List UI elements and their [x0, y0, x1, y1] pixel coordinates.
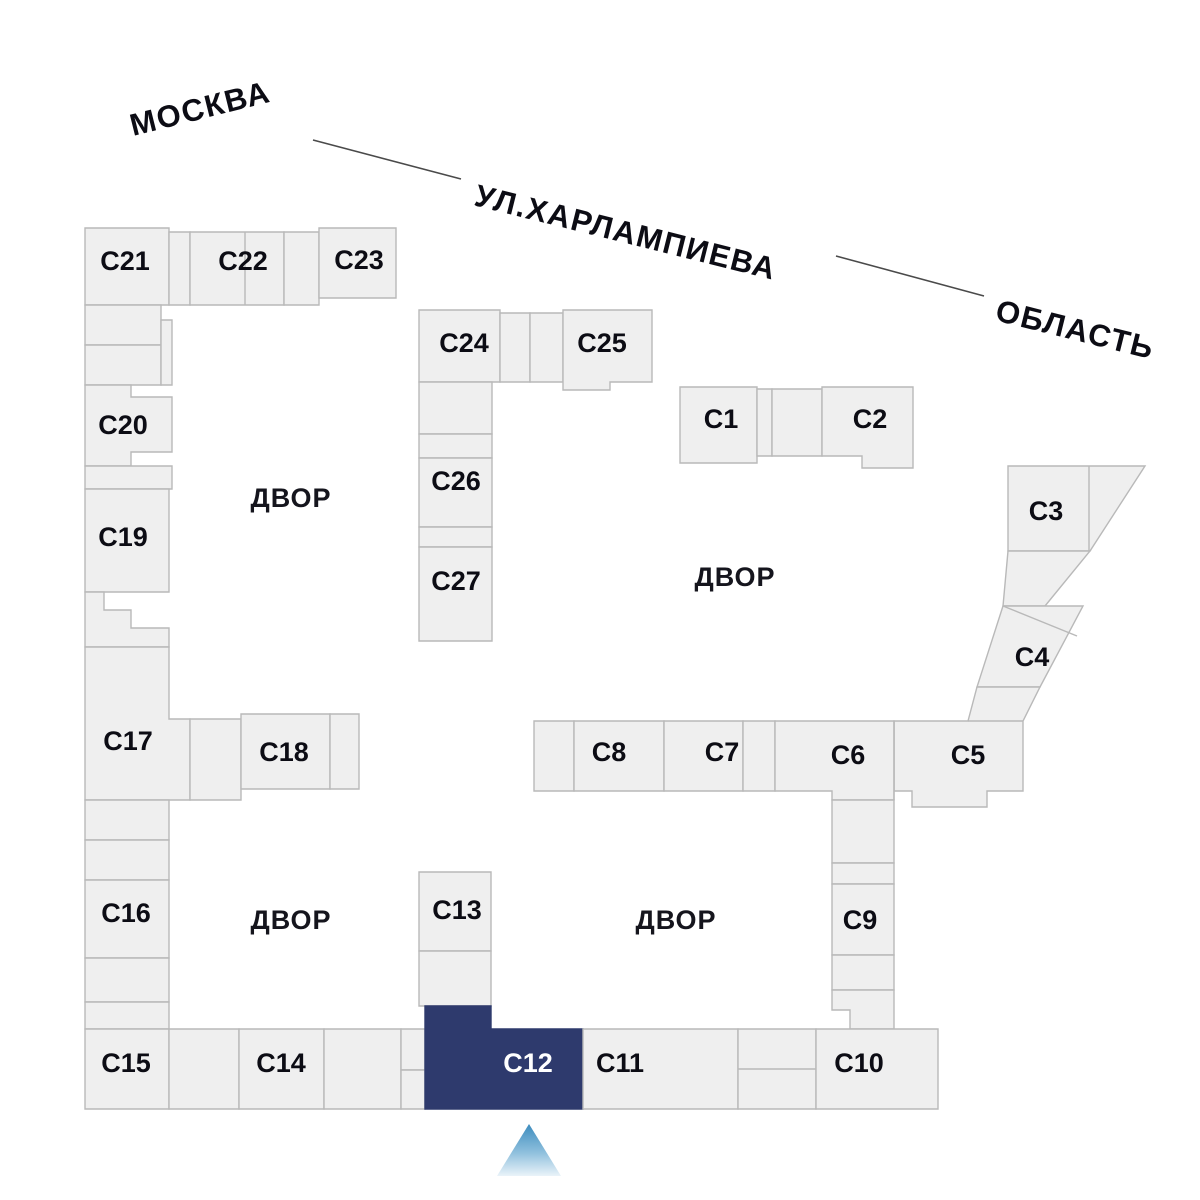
yard-label-northwest: ДВОР	[250, 483, 331, 513]
building-strip-center-3[interactable]	[418, 526, 493, 548]
section-label-C26: C26	[431, 466, 481, 496]
section-label-C4: C4	[1015, 642, 1050, 672]
yard-labels: ДВОР ДВОР ДВОР ДВОР	[250, 483, 775, 935]
block-south-band	[84, 871, 939, 1110]
building-C10[interactable]	[815, 1028, 939, 1110]
building-C3-south-wing[interactable]	[1002, 550, 1092, 607]
building-strip-C2-west[interactable]	[771, 388, 823, 457]
section-labels: C1 C2 C3 C4 C5 C6 C7 C8 C9 C10 C11 C12 C…	[98, 245, 1063, 1078]
building-strip-center-1[interactable]	[418, 381, 493, 435]
building-strip-west-notch-1[interactable]	[160, 319, 173, 386]
building-strip-south-small-2[interactable]	[400, 1069, 426, 1110]
block-east	[893, 465, 1147, 808]
building-strip-C14-east[interactable]	[323, 1028, 402, 1110]
building-C23[interactable]	[318, 227, 397, 299]
section-label-C21: C21	[100, 246, 150, 276]
section-label-C7: C7	[705, 737, 740, 767]
building-strip-west-2[interactable]	[84, 344, 162, 386]
building-strip-C8-west[interactable]	[533, 720, 575, 792]
building-strip-west-6[interactable]	[84, 957, 170, 1003]
section-label-C18: C18	[259, 737, 309, 767]
section-label-C6: C6	[831, 740, 866, 770]
section-label-C15: C15	[101, 1048, 151, 1078]
street-label-harlampieva: УЛ.ХАРЛАМПИЕВА	[471, 178, 780, 287]
section-label-C12: C12	[503, 1048, 553, 1078]
building-strip-C25-west[interactable]	[529, 312, 564, 383]
building-strip-C1-east[interactable]	[756, 388, 773, 457]
building-C17[interactable]	[84, 646, 191, 801]
building-strip-C9-north[interactable]	[831, 799, 895, 864]
section-label-C22: C22	[218, 246, 268, 276]
building-strip-C18-east[interactable]	[329, 713, 360, 790]
street-leader-lines	[312, 139, 985, 297]
section-label-C23: C23	[334, 245, 384, 275]
building-C25[interactable]	[562, 309, 653, 391]
section-label-C10: C10	[834, 1048, 884, 1078]
building-C1[interactable]	[679, 386, 758, 464]
viewpoint-marker[interactable]	[497, 1124, 561, 1176]
building-strip-west-5[interactable]	[84, 839, 170, 881]
section-label-C14: C14	[256, 1048, 306, 1078]
section-label-C16: C16	[101, 898, 151, 928]
yard-label-southwest: ДВОР	[250, 905, 331, 935]
block-north-center	[418, 309, 653, 642]
building-strip-C15-east[interactable]	[168, 1028, 240, 1110]
building-strip-C24-east[interactable]	[499, 312, 531, 383]
building-strip-west-4[interactable]	[84, 799, 170, 841]
building-strip-north-2[interactable]	[283, 231, 320, 306]
building-C4[interactable]	[976, 605, 1085, 688]
viewpoint-arrow-icon[interactable]	[497, 1124, 561, 1176]
divider-C4-north	[1002, 605, 1078, 637]
building-strip-C13-south[interactable]	[418, 950, 492, 1007]
section-label-C9: C9	[843, 905, 878, 935]
section-label-C1: C1	[704, 404, 739, 434]
building-strip-C9-north2[interactable]	[831, 862, 895, 885]
section-label-C17: C17	[103, 726, 153, 756]
building-C19[interactable]	[84, 488, 170, 593]
building-strip-west-3[interactable]	[84, 465, 173, 490]
building-strip-west-7[interactable]	[84, 1001, 170, 1030]
building-strip-C17-east[interactable]	[189, 718, 242, 801]
block-northwest	[84, 227, 397, 1030]
section-label-C20: C20	[98, 410, 148, 440]
yard-label-northeast: ДВОР	[694, 562, 775, 592]
building-strip-west-1[interactable]	[84, 304, 162, 346]
block-center-band	[533, 720, 895, 801]
section-label-C19: C19	[98, 522, 148, 552]
building-strip-C7-east[interactable]	[742, 720, 776, 792]
building-C27[interactable]	[418, 546, 493, 642]
leader-line-moskva	[312, 139, 462, 180]
building-strip-C9-south2[interactable]	[831, 989, 895, 1030]
building-stepped-wall[interactable]	[84, 591, 170, 648]
section-label-C25: C25	[577, 328, 627, 358]
building-C2[interactable]	[821, 386, 914, 469]
street-label-moskva: МОСКВА	[126, 74, 274, 143]
building-strip-south-small-1[interactable]	[400, 1028, 426, 1071]
building-strip-north-1[interactable]	[168, 231, 191, 306]
building-strip-center-2[interactable]	[418, 433, 493, 459]
block-southeast-spine	[831, 799, 895, 1030]
section-label-C2: C2	[853, 404, 888, 434]
section-label-C27: C27	[431, 566, 481, 596]
block-northeast	[679, 386, 914, 469]
leader-line-oblast	[835, 255, 985, 297]
section-label-C13: C13	[432, 895, 482, 925]
section-label-C11: C11	[596, 1048, 644, 1078]
section-label-C24: C24	[439, 328, 489, 358]
section-label-C3: C3	[1029, 496, 1064, 526]
building-C5[interactable]	[893, 686, 1042, 808]
section-label-C5: C5	[951, 740, 986, 770]
yard-label-southeast: ДВОР	[635, 905, 716, 935]
street-label-oblast: ОБЛАСТЬ	[992, 293, 1158, 366]
building-strip-C9-south[interactable]	[831, 954, 895, 991]
section-label-C8: C8	[592, 737, 627, 767]
